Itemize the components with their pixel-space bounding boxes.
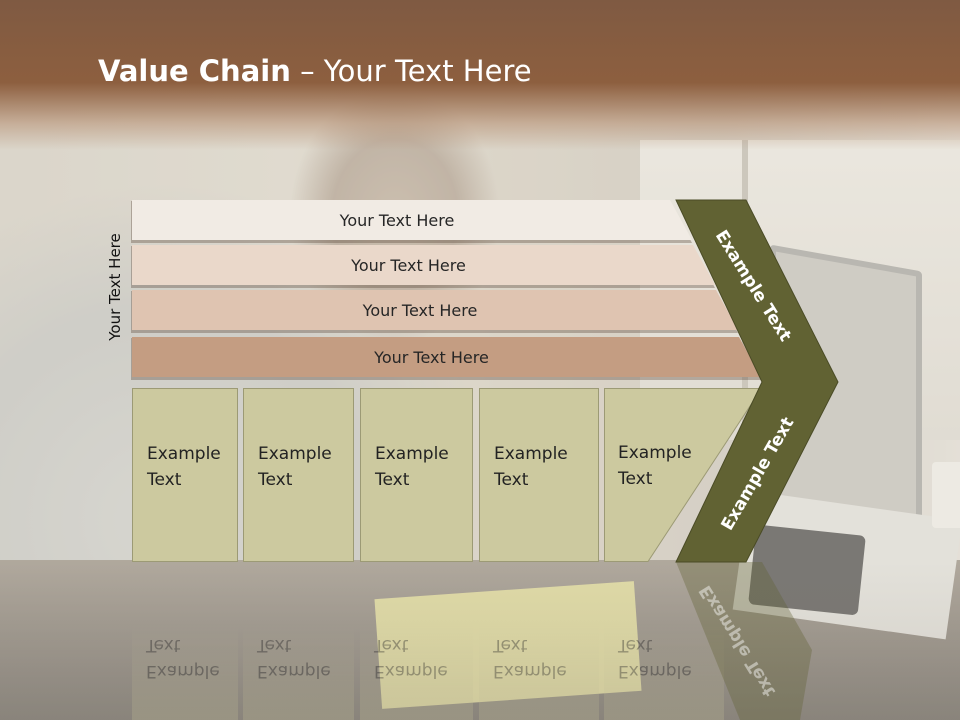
activity-box-3-line-2: Text (375, 470, 410, 490)
bar-row-2-label: Your Text Here (351, 255, 466, 275)
bar-row-1[interactable]: Your Text Here (132, 200, 692, 240)
bar-row-4-label: Your Text Here (374, 347, 489, 367)
slide-title[interactable]: Value Chain – Your Text Here (98, 54, 532, 88)
activity-box-2[interactable]: Example Text (243, 388, 354, 562)
activity-box-1-line-1: Example (147, 444, 221, 464)
activity-box-2-line-2: Text (258, 470, 293, 490)
title-band: Value Chain – Your Text Here (0, 0, 960, 150)
bar-row-3[interactable]: Your Text Here (132, 290, 738, 330)
slide-title-rest: – Your Text Here (290, 54, 532, 88)
activity-box-2-line-1: Example (258, 444, 332, 464)
side-label[interactable]: Your Text Here (106, 233, 124, 341)
activity-box-4[interactable]: Example Text (479, 388, 599, 562)
slide-title-main: Value Chain (98, 54, 291, 88)
activity-box-1-line-2: Text (147, 470, 182, 490)
activity-box-3[interactable]: Example Text (360, 388, 473, 562)
bar-row-2[interactable]: Your Text Here (132, 245, 715, 285)
bar-row-1-label: Your Text Here (339, 210, 455, 230)
activity-box-4-line-1: Example (494, 444, 568, 464)
background-mug (932, 462, 960, 528)
bar-row-4[interactable]: Your Text Here (132, 337, 761, 377)
activity-box-3-line-1: Example (375, 444, 449, 464)
activity-box-1[interactable]: Example Text (132, 388, 238, 562)
bar-row-3-label: Your Text Here (362, 300, 478, 320)
activity-box-4-line-2: Text (494, 470, 529, 490)
